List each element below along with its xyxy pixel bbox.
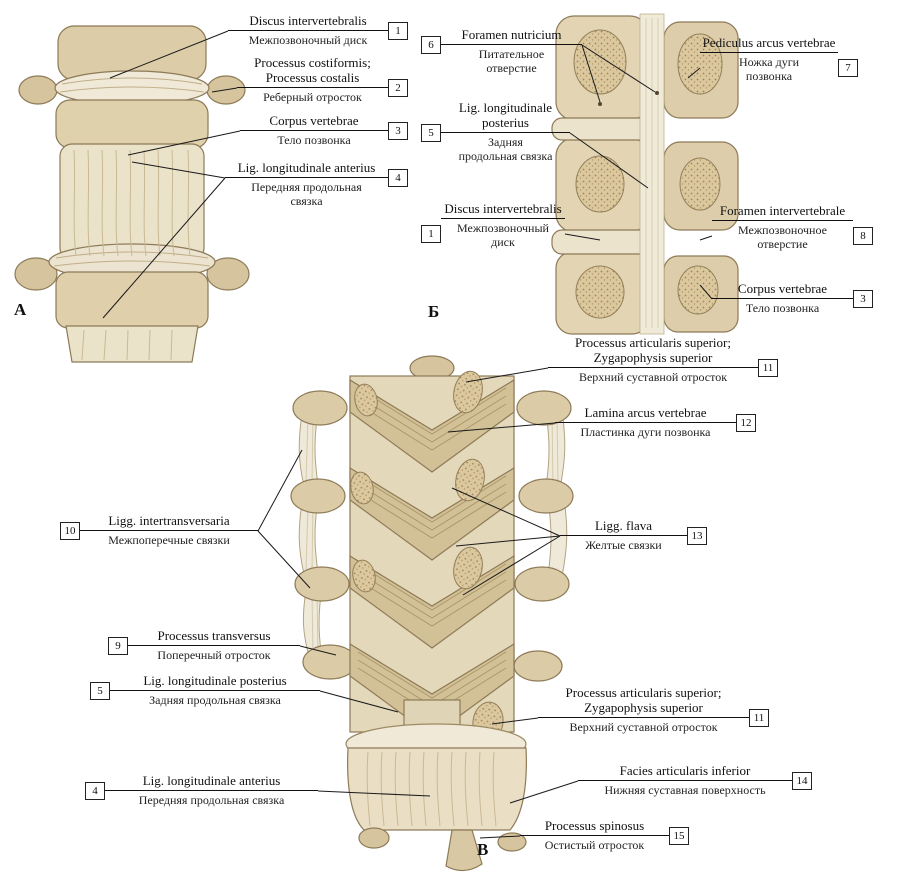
russian-name: Задняя продольная связка (458, 135, 553, 163)
marker-1-a: 1 (388, 22, 408, 40)
marker-15: 15 (669, 827, 689, 845)
label-corpus-vertebrae-a: Corpus vertebrae Тело позвонка (240, 113, 388, 147)
panel-v-drawing (290, 355, 574, 872)
latin-name: Processus costiformis; Processus costali… (237, 55, 388, 88)
label-lig-longitudinale-posterius-b: Lig. longitudinale posterius Задняя прод… (441, 100, 570, 163)
latin-name: Lig. longitudinale posterius (110, 673, 320, 691)
label-processus-transversus: Processus transversus Поперечный отросто… (128, 628, 300, 662)
russian-name: Тело позвонка (745, 301, 820, 315)
russian-name: Межпозвоночный диск (248, 33, 368, 47)
label-lig-longitudinale-anterius-a: Lig. longitudinale anterius Передняя про… (225, 160, 388, 208)
label-facies-articularis-inferior: Facies articularis inferior Нижняя суста… (578, 763, 792, 797)
label-ligg-intertransversaria: Ligg. intertransversaria Межпоперечные с… (80, 513, 258, 547)
marker-8: 8 (853, 227, 873, 245)
russian-name: Пластинка дуги позвонка (580, 425, 711, 439)
latin-name: Corpus vertebrae (240, 113, 388, 131)
label-pediculus-arcus-vertebrae: Pediculus arcus vertebrae Ножка дуги поз… (700, 35, 838, 83)
panel-b-drawing (551, 13, 739, 335)
marker-3-a: 3 (388, 122, 408, 140)
nutrient-foramen-dot (598, 102, 602, 106)
latin-name: Lig. longitudinale anterius (105, 773, 318, 791)
russian-name: Реберный отросток (263, 90, 362, 104)
marker-10: 10 (60, 522, 80, 540)
label-lamina-arcus-vertebrae: Lamina arcus vertebrae Пластинка дуги по… (555, 405, 736, 439)
latin-name: Lig. longitudinale anterius (225, 160, 388, 178)
nutrient-foramen-dot (655, 91, 659, 95)
marker-11-bottom: 11 (749, 709, 769, 727)
marker-12: 12 (736, 414, 756, 432)
label-ligg-flava: Ligg. flava Желтые связки (560, 518, 687, 552)
spinous-process (445, 829, 483, 872)
latin-name: Ligg. intertransversaria (80, 513, 258, 531)
latin-name: Lamina arcus vertebrae (555, 405, 736, 423)
latin-name: Processus transversus (128, 628, 300, 646)
russian-name: Межпозвоночное отверстие (738, 223, 827, 251)
label-foramen-nutricium: Foramen nutricium Питательное отверстие (441, 27, 582, 75)
russian-name: Нижняя суставная поверхность (604, 783, 766, 797)
label-discus-intervertebralis-a: Discus intervertebralis Межпозвоночный д… (228, 13, 388, 47)
label-processus-costiformis: Processus costiformis; Processus costali… (237, 55, 388, 104)
spongy-bone-sections (573, 29, 723, 319)
marker-14: 14 (792, 772, 812, 790)
anterior-ligament-fibers (73, 149, 191, 361)
latin-name: Processus articularis superior; Zygapoph… (548, 335, 758, 368)
leader-lines (102, 30, 713, 839)
latin-name: Facies articularis inferior (578, 763, 792, 781)
marker-6: 6 (421, 36, 441, 54)
marker-5-v: 5 (90, 682, 110, 700)
russian-name: Межпозвоночный диск (457, 221, 549, 249)
russian-name: Ножка дуги позвонка (738, 55, 800, 83)
latin-name: Foramen intervertebrale (712, 203, 853, 221)
latin-name: Discus intervertebralis (228, 13, 388, 31)
label-lig-longitudinale-posterius-v: Lig. longitudinale posterius Задняя прод… (110, 673, 320, 707)
label-discus-intervertebralis-b: Discus intervertebralis Межпозвоночный д… (441, 201, 565, 249)
russian-name: Задняя продольная связка (149, 693, 281, 707)
vertebral-body-front (347, 747, 527, 831)
russian-name: Передняя продольная связка (138, 793, 285, 807)
latin-name: Pediculus arcus vertebrae (700, 35, 838, 53)
russian-name: Желтые связки (585, 538, 662, 552)
russian-name: Поперечный отросток (157, 648, 271, 662)
latin-name: Discus intervertebralis (441, 201, 565, 219)
panel-a-drawing (14, 25, 250, 363)
label-corpus-vertebrae-b: Corpus vertebrae Тело позвонка (712, 281, 853, 315)
panel-letter-a: А (14, 300, 27, 319)
label-processus-spinosus: Processus spinosus Остистый отросток (520, 818, 669, 852)
marker-4-v: 4 (85, 782, 105, 800)
latin-name: Lig. longitudinale posterius (441, 100, 570, 133)
marker-4-a: 4 (388, 169, 408, 187)
marker-3-b: 3 (853, 290, 873, 308)
latin-name: Ligg. flava (560, 518, 687, 536)
russian-name: Питательное отверстие (478, 47, 545, 75)
marker-13: 13 (687, 527, 707, 545)
marker-2: 2 (388, 79, 408, 97)
label-lig-longitudinale-anterius-v: Lig. longitudinale anterius Передняя про… (105, 773, 318, 807)
russian-name: Передняя продольная связка (251, 180, 362, 208)
russian-name: Верхний суставной отросток (578, 370, 728, 384)
russian-name: Межпоперечные связки (108, 533, 230, 547)
label-processus-articularis-superior-top: Processus articularis superior; Zygapoph… (548, 335, 758, 384)
marker-7: 7 (838, 59, 858, 77)
russian-name: Верхний суставной отросток (569, 720, 718, 734)
latin-name: Foramen nutricium (441, 27, 582, 45)
panel-letter-v: В (477, 840, 489, 859)
latin-name: Processus articularis superior; Zygapoph… (538, 685, 749, 718)
marker-11-top: 11 (758, 359, 778, 377)
marker-9: 9 (108, 637, 128, 655)
marker-1-b: 1 (421, 225, 441, 243)
latin-name: Corpus vertebrae (712, 281, 853, 299)
panel-letter-b: Б (428, 302, 440, 321)
marker-5-b: 5 (421, 124, 441, 142)
label-processus-articularis-superior-bottom: Processus articularis superior; Zygapoph… (538, 685, 749, 734)
label-foramen-intervertebrale: Foramen intervertebrale Межпозвоночное о… (712, 203, 853, 251)
russian-name: Остистый отросток (544, 838, 645, 852)
latin-name: Processus spinosus (520, 818, 669, 836)
russian-name: Тело позвонка (277, 133, 351, 147)
